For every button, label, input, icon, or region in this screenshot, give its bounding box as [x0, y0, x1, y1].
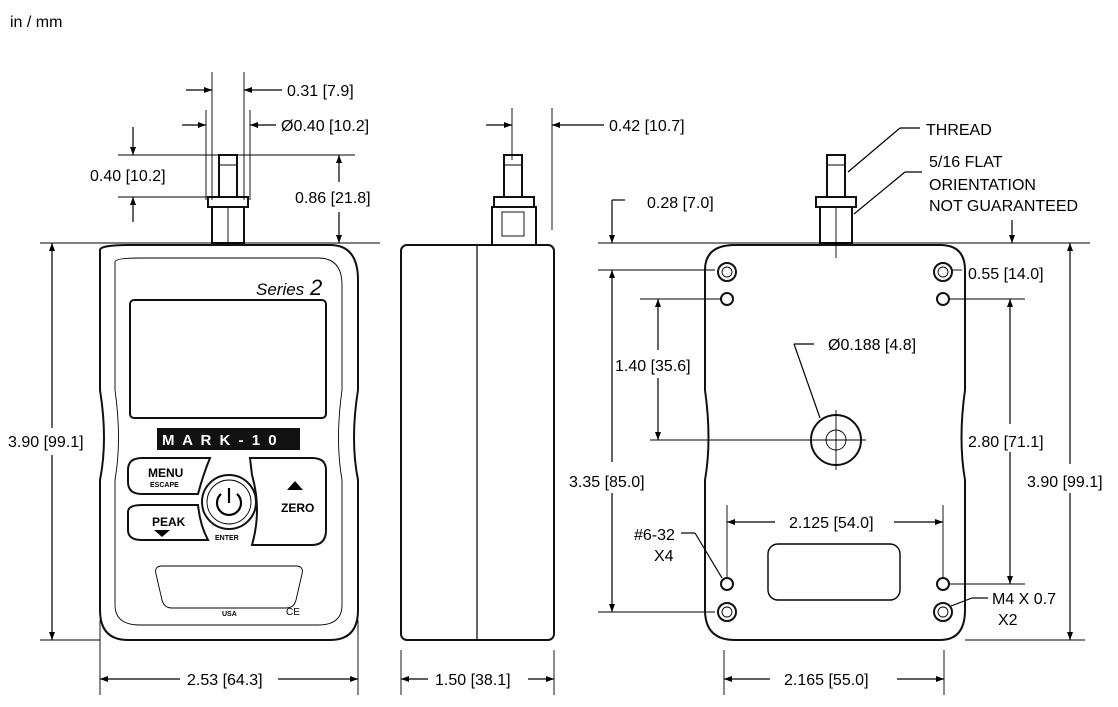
side-view: 0.42 [10.7] 1.50 [38.1] — [400, 108, 685, 695]
dim-top-gap: 0.28 [7.0] — [647, 195, 714, 212]
dim-corner: 0.55 [14.0] — [968, 266, 1044, 283]
label-screw-1: #6-32 — [634, 527, 675, 544]
dim-back-height: 3.90 [99.1] — [1027, 474, 1103, 491]
dim-front-width: 2.53 [64.3] — [187, 672, 263, 689]
zero-label: ZERO — [281, 501, 314, 515]
front-view: Series 2 M A R K - 1 0 MENU ESCAPE PEAK … — [8, 72, 380, 695]
corner-screw-bl — [717, 602, 737, 622]
brand-text: M A R K - 1 0 — [162, 432, 279, 449]
down-arrow-icon — [154, 530, 170, 537]
dim-screw-span-h: 2.125 [54.0] — [789, 515, 874, 532]
up-arrow-icon — [287, 481, 303, 490]
series-label: Series — [256, 280, 305, 299]
dim-stud-flat: 0.31 [7.9] — [287, 83, 354, 100]
bottom-panel — [155, 565, 303, 609]
side-stud-base — [491, 206, 537, 246]
side-stud — [503, 154, 523, 198]
dim-back-width: 2.165 [55.0] — [784, 672, 869, 689]
menu-label: MENU — [148, 466, 183, 480]
m4-hole — [933, 602, 953, 622]
label-flat-2: ORIENTATION — [929, 177, 1036, 194]
power-icon — [215, 493, 243, 516]
brand-logo — [157, 428, 300, 450]
label-screw-2: X4 — [654, 548, 674, 565]
label-flat-3: NOT GUARANTEED — [929, 198, 1078, 215]
corner-screw-tl — [717, 262, 737, 282]
front-stud — [218, 154, 238, 198]
dim-screw-span-v: 2.80 [71.1] — [968, 434, 1044, 451]
back-stud — [826, 154, 846, 198]
usa-label: USA — [222, 611, 237, 618]
dim-front-height: 3.90 [99.1] — [8, 434, 84, 451]
corner-screw-tr — [933, 262, 953, 282]
ce-mark: CE — [286, 607, 300, 618]
front-bezel — [114, 257, 343, 626]
dim-stud-total: 0.86 [21.8] — [295, 190, 371, 207]
screw-hole-tr — [936, 292, 950, 306]
display-screen — [129, 299, 327, 419]
screw-hole-tl — [720, 292, 734, 306]
label-thread: THREAD — [926, 122, 992, 139]
screw-hole-bl — [720, 577, 734, 591]
peak-label: PEAK — [152, 515, 186, 529]
dim-stud-len: 0.40 [10.2] — [90, 168, 166, 185]
dim-hole-dia: Ø0.188 [4.8] — [828, 337, 916, 354]
back-label-recess — [767, 543, 901, 601]
units-label: in / mm — [10, 14, 62, 31]
peak-button[interactable] — [127, 504, 210, 541]
escape-label: ESCAPE — [150, 482, 179, 489]
dim-mount-span: 3.35 [85.0] — [569, 474, 645, 491]
label-m4-1: M4 X 0.7 — [992, 591, 1056, 608]
dim-side-depth: 1.50 [38.1] — [435, 672, 511, 689]
screw-hole-br — [936, 577, 950, 591]
label-flat-1: 5/16 FLAT — [929, 154, 1003, 171]
enter-label: ENTER — [215, 535, 239, 542]
dim-hole-height: 1.40 [35.6] — [615, 358, 691, 375]
dim-stud-dia: Ø0.40 [10.2] — [281, 118, 369, 135]
dim-side-offset: 0.42 [10.7] — [609, 118, 685, 135]
label-m4-2: X2 — [998, 612, 1018, 629]
back-view: THREAD 5/16 FLAT ORIENTATION NOT GUARANT… — [569, 122, 1103, 695]
menu-button[interactable] — [127, 457, 212, 495]
series-number: 2 — [309, 275, 322, 300]
